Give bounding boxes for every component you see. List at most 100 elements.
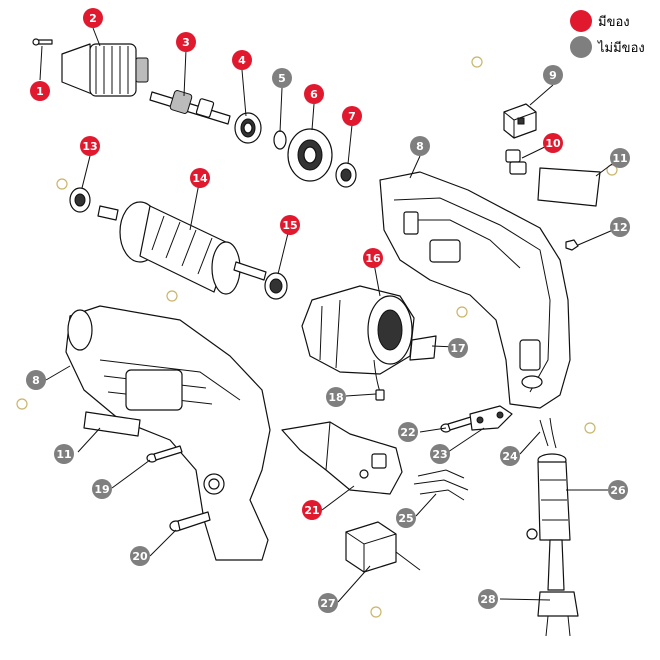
- part-badge-number: 22: [400, 426, 415, 439]
- part-badge-number: 27: [320, 597, 335, 610]
- part-9-lock-block: [503, 103, 537, 139]
- part-badge-number: 13: [82, 140, 97, 153]
- watermark-seal: [456, 306, 468, 318]
- part-badge-circle: [500, 446, 520, 466]
- part-badge-28: 28: [478, 589, 498, 609]
- part-badge-23: 23: [430, 444, 450, 464]
- legend-available-label: มีของ: [598, 14, 630, 30]
- part-badge-24: 24: [500, 446, 520, 466]
- part-18-brush-holder: [409, 335, 437, 361]
- part-badge-number: 12: [612, 221, 627, 234]
- part-badge-number: 11: [56, 448, 71, 461]
- part-badge-18: 18: [326, 387, 346, 407]
- watermark-seal: [606, 164, 618, 176]
- part-27-cord-guard: [526, 453, 571, 541]
- part-badge-circle: [130, 546, 150, 566]
- legend-unavailable-label: ไม่มีของ: [598, 40, 645, 56]
- part-badge-number: 1: [36, 85, 44, 98]
- part-badge-number: 9: [549, 69, 557, 82]
- part-badge-circle: [342, 106, 362, 126]
- watermark-seal: [471, 56, 483, 68]
- part-4-bearing: [234, 112, 262, 144]
- part-badge-10: 10: [543, 133, 563, 153]
- part-badge-circle: [83, 8, 103, 28]
- part-badge-8: 8: [26, 370, 46, 390]
- part-8-housing-left: [65, 305, 271, 561]
- part-badge-circle: [190, 168, 210, 188]
- part-badge-19: 19: [92, 479, 112, 499]
- part-badge-circle: [92, 479, 112, 499]
- part-2-drill-chuck: [61, 43, 149, 97]
- part-badge-number: 8: [416, 140, 424, 153]
- part-badge-number: 28: [480, 593, 495, 606]
- part-badge-4: 4: [232, 50, 252, 70]
- part-badge-number: 4: [238, 54, 246, 67]
- part-badge-circle: [398, 422, 418, 442]
- part-badge-circle: [543, 65, 563, 85]
- part-badge-27: 27: [318, 593, 338, 613]
- part-badge-22: 22: [398, 422, 418, 442]
- part-badge-7: 7: [342, 106, 362, 126]
- part-badge-26: 26: [608, 480, 628, 500]
- part-3-spindle: [149, 90, 231, 125]
- part-badge-number: 2: [89, 12, 97, 25]
- part-badge-number: 8: [32, 374, 40, 387]
- part-badge-1: 1: [30, 81, 50, 101]
- part-badge-circle: [608, 480, 628, 500]
- part-badge-number: 3: [182, 36, 190, 49]
- part-badge-8: 8: [410, 136, 430, 156]
- part-22-spring-clips: [413, 469, 469, 501]
- part-16-field-stator: [301, 285, 415, 375]
- part-badge-11: 11: [54, 444, 74, 464]
- watermark-seal: [370, 606, 382, 618]
- part-badge-circle: [610, 217, 630, 237]
- part-1-chuck-key-pin: [32, 38, 53, 46]
- part-badge-number: 17: [450, 342, 465, 355]
- legend-available-dot: [570, 10, 592, 32]
- part-15-bearing: [264, 272, 288, 300]
- part-badge-circle: [232, 50, 252, 70]
- part-badge-circle: [30, 81, 50, 101]
- part-badge-circle: [280, 215, 300, 235]
- legend-unavailable: ไม่มีของ: [570, 36, 645, 58]
- part-badge-20: 20: [130, 546, 150, 566]
- part-badge-11: 11: [610, 148, 630, 168]
- part-badge-circle: [410, 136, 430, 156]
- part-badge-13: 13: [80, 136, 100, 156]
- part-21-switch: [281, 421, 403, 495]
- watermark-seal: [166, 290, 178, 302]
- watermark-seal: [16, 398, 28, 410]
- part-badge-25: 25: [396, 508, 416, 528]
- part-14-armature: [97, 201, 267, 295]
- part-badge-circle: [478, 589, 498, 609]
- part-badge-number: 23: [432, 448, 447, 461]
- part-badge-circle: [363, 248, 383, 268]
- watermark-seal: [56, 178, 68, 190]
- part-26-wires: [539, 417, 557, 449]
- part-badge-number: 6: [310, 88, 318, 101]
- part-10-button: [505, 149, 527, 175]
- part-28-power-plug: [537, 539, 579, 637]
- part-badge-5: 5: [272, 68, 292, 88]
- watermark-seal: [584, 422, 596, 434]
- part-badge-circle: [80, 136, 100, 156]
- part-badge-number: 11: [612, 152, 627, 165]
- part-badge-number: 5: [278, 72, 286, 85]
- part-7-small-bearing: [335, 162, 357, 188]
- part-12-nut: [565, 239, 579, 251]
- part-17-wire-terminal: [373, 359, 385, 401]
- part-badge-number: 26: [610, 484, 626, 497]
- part-badge-12: 12: [610, 217, 630, 237]
- part-badge-circle: [54, 444, 74, 464]
- part-badge-number: 19: [94, 483, 109, 496]
- part-badge-9: 9: [543, 65, 563, 85]
- part-badge-circle: [318, 593, 338, 613]
- part-badge-number: 15: [282, 219, 297, 232]
- part-badge-number: 20: [132, 550, 148, 563]
- part-badge-number: 14: [192, 172, 208, 185]
- part-badge-15: 15: [280, 215, 300, 235]
- part-badge-circle: [302, 500, 322, 520]
- part-badge-circle: [272, 68, 292, 88]
- part-badge-circle: [326, 387, 346, 407]
